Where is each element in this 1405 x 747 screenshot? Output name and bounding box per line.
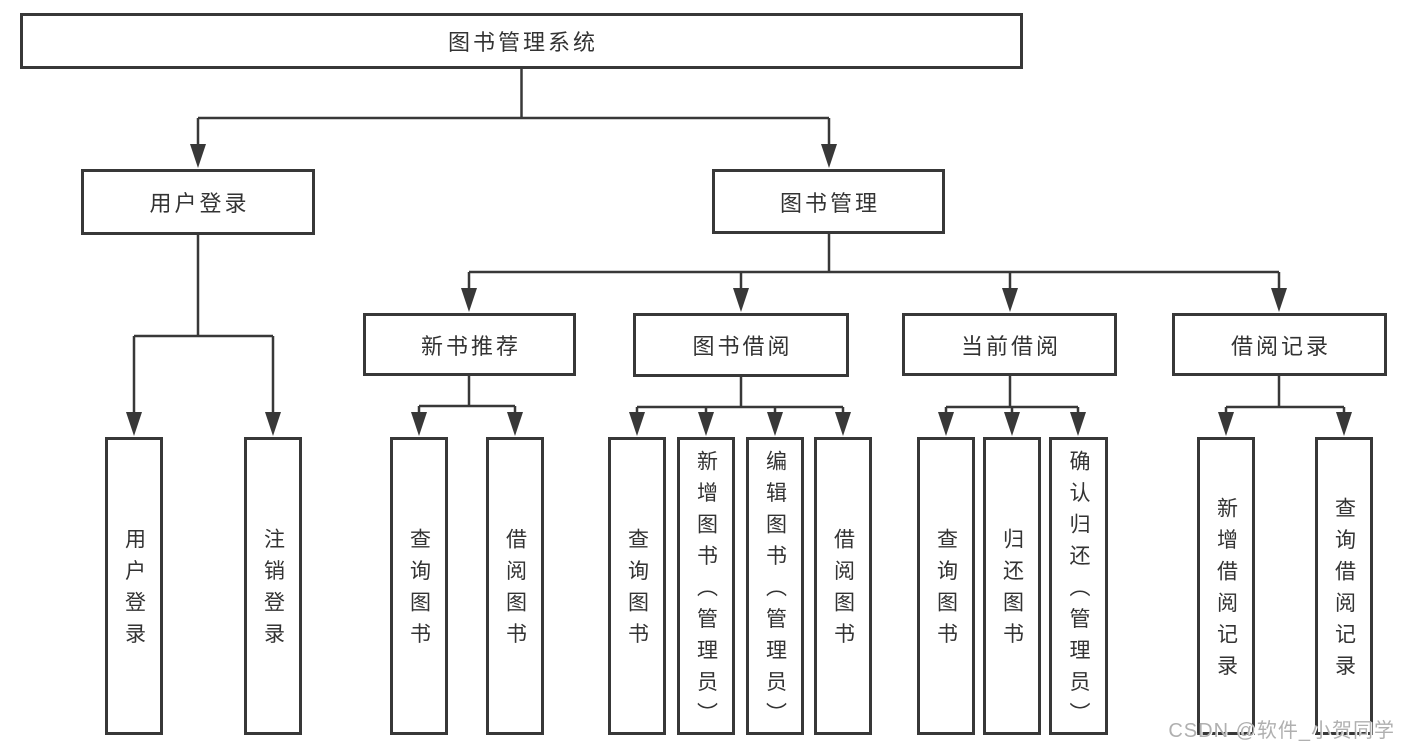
node-book-borrowing: 图书借阅: [633, 313, 849, 377]
node-book-management: 图书管理: [712, 169, 945, 234]
leaf-label: 确认归还（管理员）: [1067, 449, 1090, 734]
connector-borrowing-records-children: [1224, 376, 1346, 414]
leaf-label: 编辑图书（管理员）: [763, 449, 787, 734]
leaf-label: 新增借阅记录: [1214, 496, 1238, 686]
leaf-label: 查询图书: [407, 528, 431, 655]
leaf-label: 新增图书（管理员）: [694, 449, 718, 734]
connector-book-borrowing-children: [635, 376, 845, 414]
node-current-borrowing: 当前借阅: [902, 313, 1117, 376]
leaf-label: 查询借阅记录: [1332, 496, 1356, 686]
connector-book-management-children: [467, 233, 1281, 290]
leaf-cb-confirm-return: 确认归还（管理员）: [1049, 437, 1108, 735]
leaf-label: 借阅图书: [503, 528, 527, 655]
leaf-br-add-record: 新增借阅记录: [1197, 437, 1255, 735]
node-borrowing-records: 借阅记录: [1172, 313, 1387, 376]
leaf-cb-query-books: 查询图书: [917, 437, 975, 735]
connector-root-to-level2: [196, 69, 831, 146]
connector-current-borrowing-children: [944, 376, 1080, 414]
leaf-bb-add-books: 新增图书（管理员）: [677, 437, 735, 735]
leaf-label: 借阅图书: [831, 528, 855, 655]
leaf-bb-edit-books: 编辑图书（管理员）: [746, 437, 804, 735]
csdn-watermark: CSDN @软件_小贺同学: [1168, 720, 1395, 742]
leaf-label: 归还图书: [1000, 528, 1024, 655]
connector-user-login-children: [132, 235, 275, 414]
leaf-br-query-record: 查询借阅记录: [1315, 437, 1373, 735]
leaf-label: 查询图书: [934, 528, 958, 655]
leaf-label: 用户登录: [122, 528, 146, 655]
leaf-label: 注销登录: [261, 528, 285, 655]
leaf-bb-borrow-books: 借阅图书: [814, 437, 872, 735]
node-user-login: 用户登录: [81, 169, 315, 235]
connector-new-book-recommend-children: [417, 376, 517, 414]
leaf-nbr-borrow-books: 借阅图书: [486, 437, 544, 735]
leaf-label: 查询图书: [625, 528, 649, 655]
leaf-bb-query-books: 查询图书: [608, 437, 666, 735]
node-root: 图书管理系统: [20, 13, 1023, 69]
leaf-nbr-query-books: 查询图书: [390, 437, 448, 735]
node-new-book-recommend: 新书推荐: [363, 313, 576, 376]
leaf-logout: 注销登录: [244, 437, 302, 735]
leaf-cb-return-books: 归还图书: [983, 437, 1041, 735]
leaf-user-login: 用户登录: [105, 437, 163, 735]
